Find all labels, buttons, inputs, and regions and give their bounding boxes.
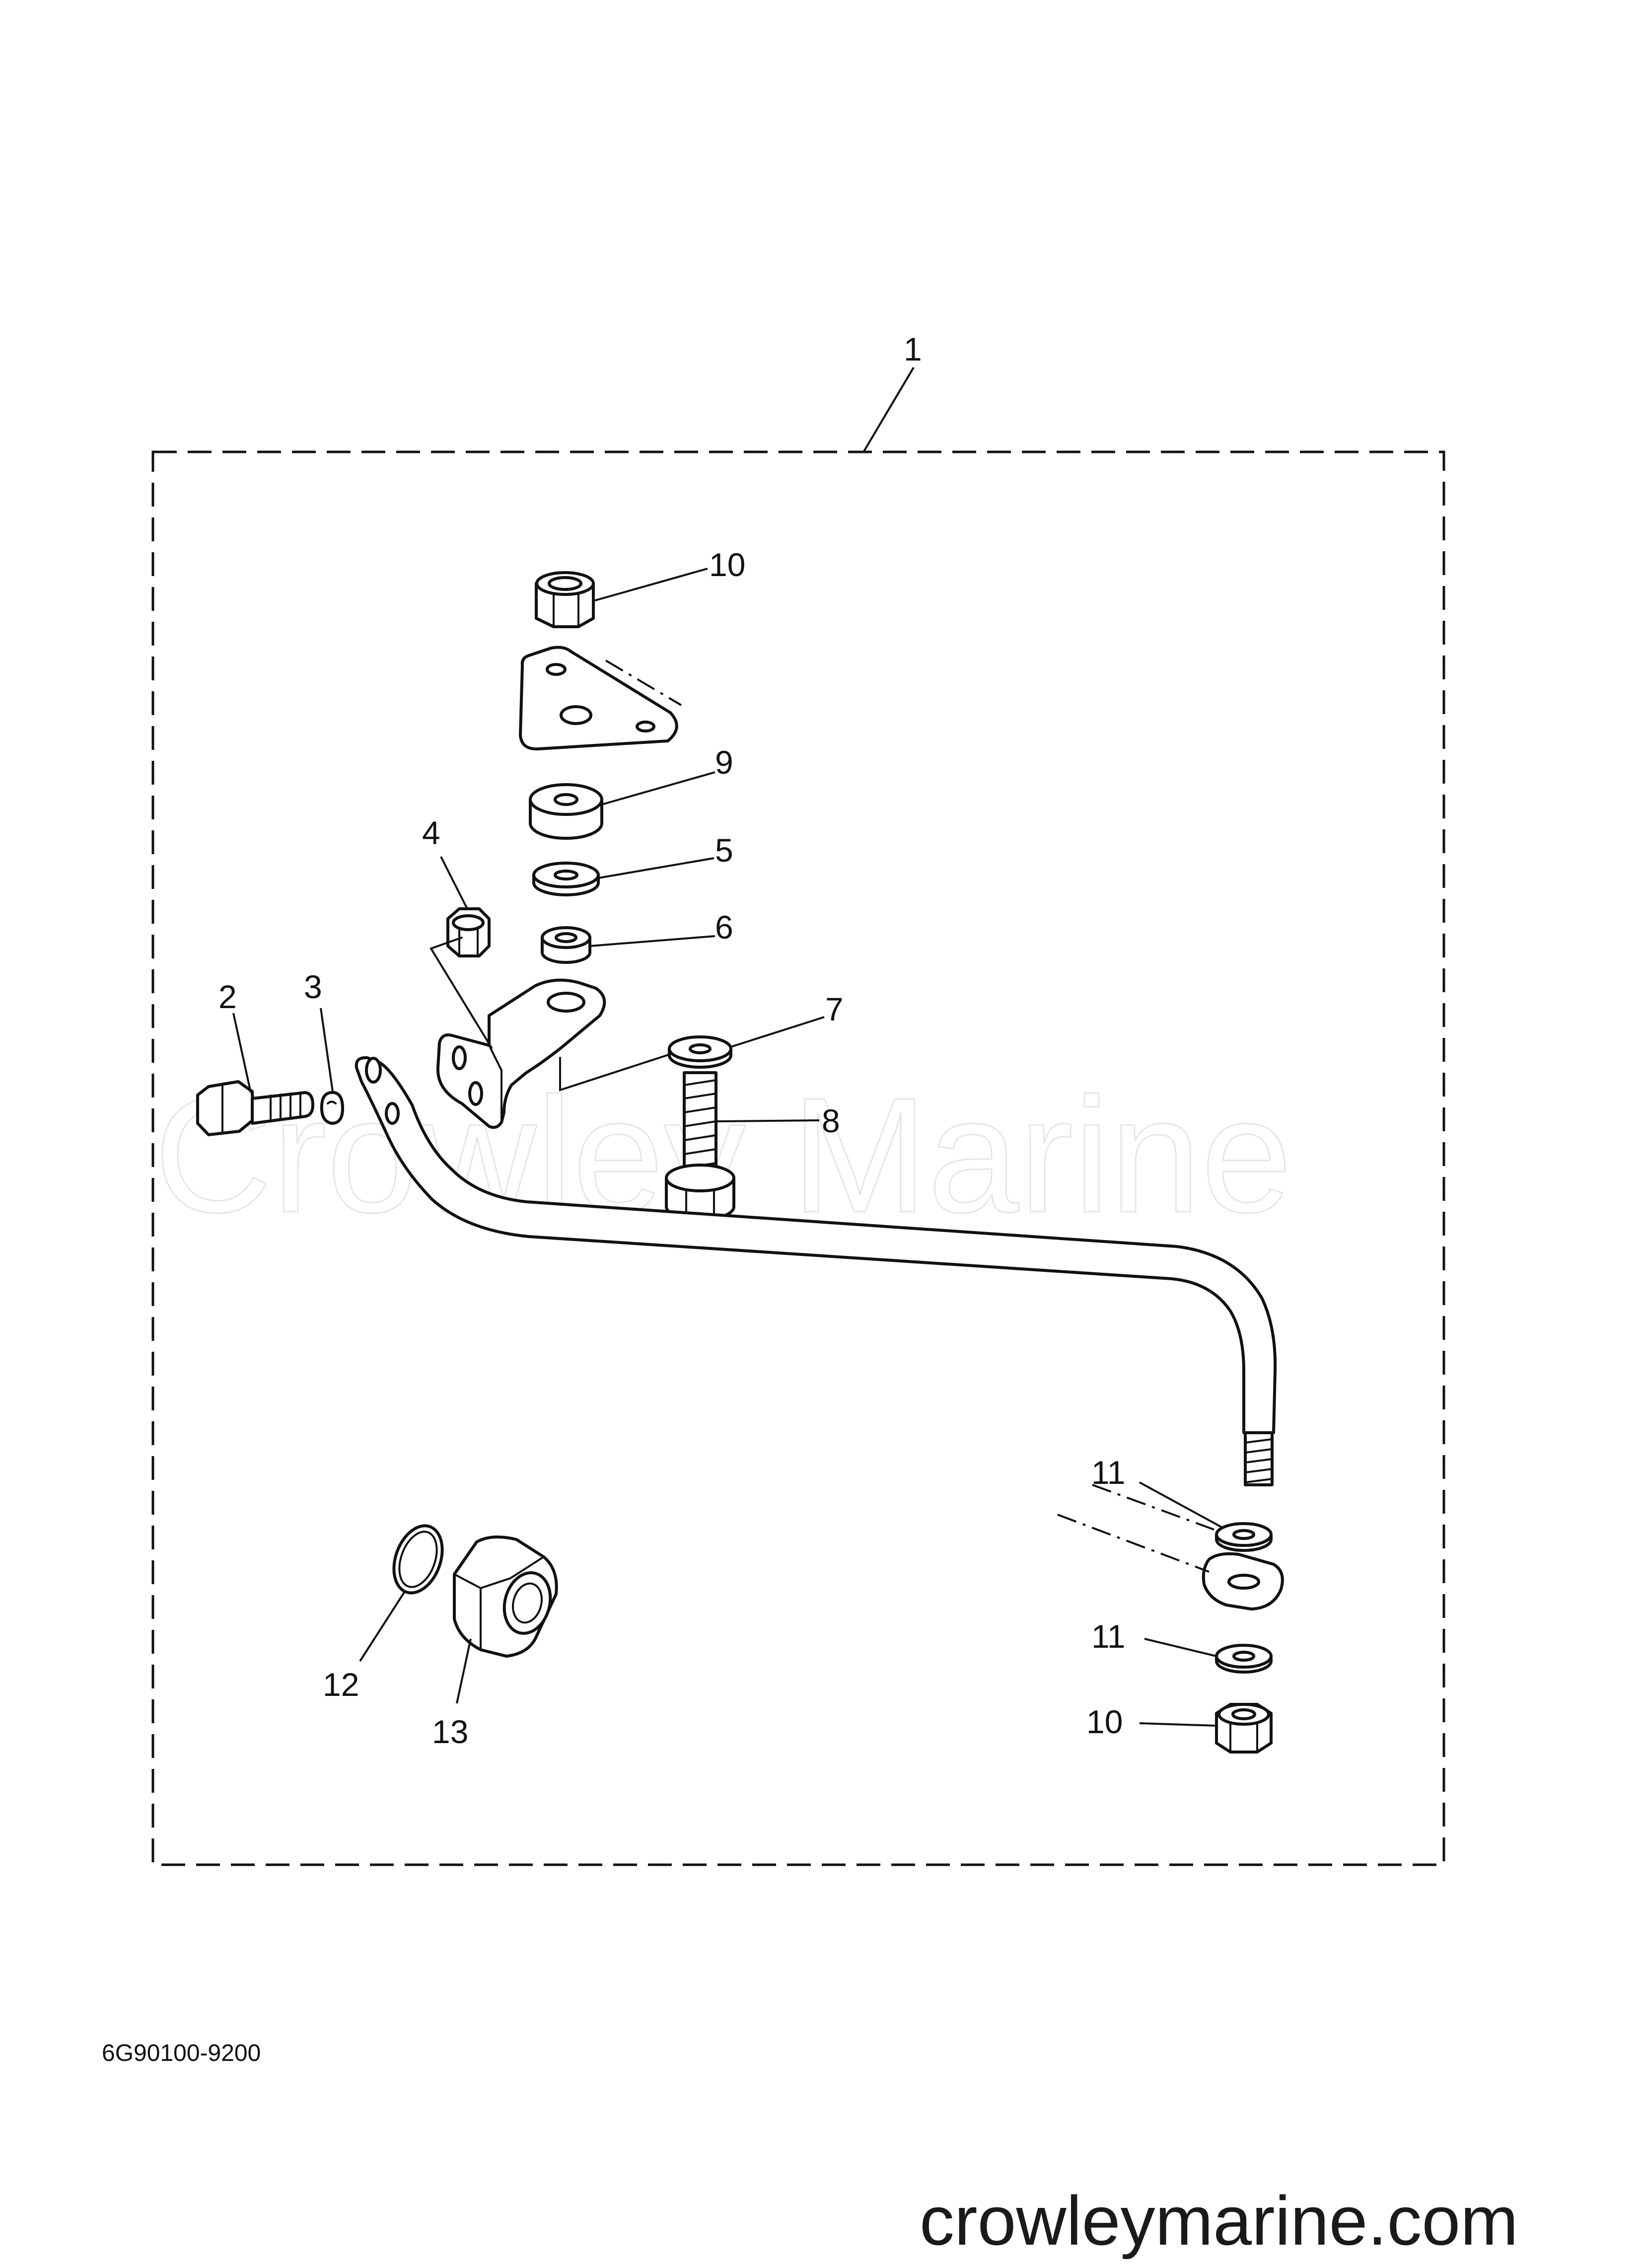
callout-6: 6 xyxy=(715,909,733,946)
leader-13 xyxy=(456,1638,472,1704)
callout-3: 3 xyxy=(304,968,322,1005)
leader-11-bottom xyxy=(1144,1638,1217,1657)
leader-6 xyxy=(589,935,715,947)
centerline-top xyxy=(1092,1484,1214,1531)
callout-1: 1 xyxy=(904,331,922,367)
leader-10-top xyxy=(593,568,708,602)
leader-1 xyxy=(862,366,915,454)
steering-rod-icon xyxy=(355,1056,1277,1486)
leader-5 xyxy=(598,857,714,879)
callout-10-top: 10 xyxy=(709,546,745,583)
collar-6-icon xyxy=(541,926,591,964)
callout-7: 7 xyxy=(825,991,844,1027)
leader-9 xyxy=(601,771,715,805)
guide-line-7 xyxy=(559,1042,706,1092)
bracket-plate-icon xyxy=(519,646,682,751)
leader-11-top xyxy=(1139,1481,1222,1528)
bolt-8-icon xyxy=(665,1071,735,1221)
callout-12: 12 xyxy=(323,1666,359,1703)
bracket-icon xyxy=(436,978,606,1129)
guide-line-4 xyxy=(429,937,493,1049)
leader-10-bottom xyxy=(1139,1722,1217,1727)
leader-12 xyxy=(359,1591,406,1662)
leader-3 xyxy=(320,1008,334,1092)
joint-nut-icon xyxy=(453,1536,558,1658)
washer-11-top-icon xyxy=(1215,1522,1273,1552)
leader-7 xyxy=(730,1016,825,1048)
bolt-2-icon xyxy=(196,1080,314,1136)
callout-11-top: 11 xyxy=(1091,1454,1126,1491)
leader-4 xyxy=(440,856,468,908)
nut-top-icon xyxy=(535,571,595,628)
website-footer: crowleymarine.com xyxy=(920,2182,1518,2260)
washer-5-icon xyxy=(532,862,600,896)
callout-8: 8 xyxy=(822,1102,840,1139)
clip-3-icon xyxy=(320,1091,344,1125)
spacer-9-icon xyxy=(529,783,603,840)
part-code: 6G90100-9200 xyxy=(102,2040,261,2066)
callout-11-bottom: 11 xyxy=(1091,1618,1126,1655)
leader-8 xyxy=(715,1119,820,1122)
callout-2: 2 xyxy=(218,978,237,1015)
callout-4: 4 xyxy=(422,814,440,851)
nut-bottom-icon xyxy=(1215,1703,1273,1754)
link-arm-icon xyxy=(1057,1514,1284,1610)
callout-5: 5 xyxy=(715,832,733,869)
o-ring-icon xyxy=(392,1524,444,1595)
washer-11-bottom-icon xyxy=(1215,1644,1273,1674)
nut-small-icon xyxy=(446,907,491,957)
assembly-boundary xyxy=(151,450,1445,1866)
callout-13: 13 xyxy=(432,1713,468,1750)
leader-2 xyxy=(232,1013,252,1093)
callout-9: 9 xyxy=(715,744,733,781)
washer-7-icon xyxy=(668,1035,732,1069)
callout-10-bottom: 10 xyxy=(1086,1703,1123,1740)
